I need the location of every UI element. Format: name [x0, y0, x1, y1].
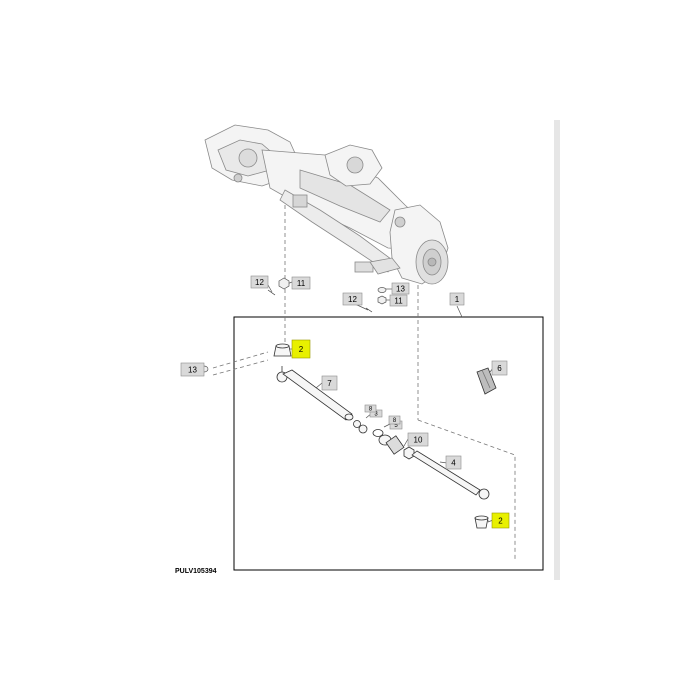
callout-number: 5 [394, 423, 398, 429]
callout-box [342, 292, 363, 306]
callout-number: 12 [348, 295, 357, 304]
callout-number: 7 [327, 379, 332, 388]
washer-icon [377, 287, 387, 293]
nut-icon [278, 277, 290, 290]
callout-number: 6 [497, 364, 502, 373]
callout-number: 11 [297, 279, 306, 288]
callout-number: 10 [414, 436, 423, 445]
axle-assembly-illustration [204, 124, 449, 285]
tie-rod-end [411, 450, 481, 496]
callout-box [389, 294, 408, 307]
assembly-frame [233, 316, 544, 571]
callout-box [445, 455, 462, 470]
callout-box [364, 404, 377, 413]
callout-number: 13 [396, 285, 405, 294]
callout-box [291, 339, 311, 359]
callout-box [391, 282, 410, 295]
callout-c7: 7 [321, 375, 338, 391]
callout-box [449, 292, 465, 306]
callout-number: 2 [498, 517, 503, 526]
callout-number: 13 [188, 366, 197, 375]
callout-number: 8 [393, 418, 397, 424]
callout-number: 2 [299, 345, 304, 354]
figure-reference: PULV105394 [175, 568, 217, 575]
callout-number: 12 [255, 278, 264, 287]
callout-box [407, 432, 429, 447]
callout-box [388, 415, 401, 425]
callout-c8b: 8 [388, 415, 401, 425]
callout-c6: 6 [491, 360, 508, 376]
callout-c2b: 2 [491, 512, 510, 529]
callout-number: 3 [374, 412, 378, 418]
dashed-leader-lines [212, 205, 516, 560]
callout-box [291, 276, 311, 290]
page-edge-bar [554, 120, 560, 580]
callout-c13b: 13 [391, 282, 410, 295]
callout-box [250, 275, 269, 289]
callout-c12b: 12 [342, 292, 363, 306]
callout-c2a: 2 [291, 339, 311, 359]
callout-box [321, 375, 338, 391]
callout-c12a: 12 [250, 275, 269, 289]
callout-box [180, 362, 205, 377]
callout-number: 4 [451, 459, 456, 468]
callout-c11b: 11 [389, 294, 408, 307]
callout-c4: 4 [445, 455, 462, 470]
solid-leader-lines [203, 281, 494, 523]
callout-box [491, 360, 508, 376]
tie-rod-assembly [273, 343, 497, 529]
callout-c8a: 8 [364, 404, 377, 413]
callout-number: 8 [369, 407, 373, 413]
callout-number: 11 [394, 297, 403, 306]
callout-c11a: 11 [291, 276, 311, 290]
callout-number: 1 [455, 295, 460, 304]
nut-icon [377, 295, 387, 305]
callout-c10: 10 [407, 432, 429, 447]
callout-box [491, 512, 510, 529]
callout-c13a: 13 [180, 362, 205, 377]
tie-rod-tube [282, 369, 353, 421]
callout-c1: 1 [449, 292, 465, 306]
